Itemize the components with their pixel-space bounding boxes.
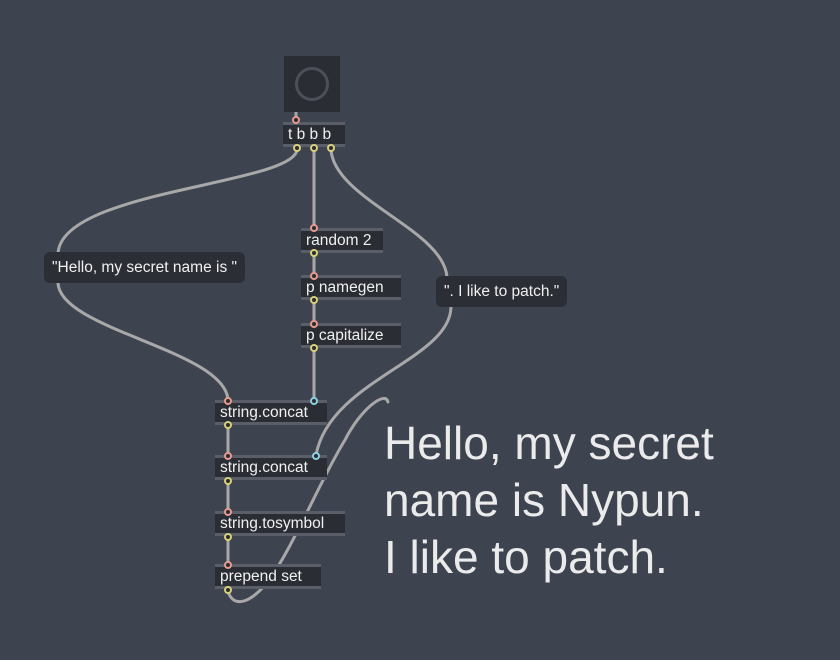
inlet <box>224 508 232 516</box>
outlet <box>310 249 318 257</box>
object-label: string.tosymbol <box>220 515 325 532</box>
string-concat-object-2[interactable]: string.concat <box>215 455 327 480</box>
trigger-object[interactable]: t b b b <box>283 122 345 147</box>
outlet <box>293 144 301 152</box>
namegen-subpatch[interactable]: p namegen <box>301 275 401 300</box>
message-text: "Hello, my secret name is " <box>52 259 238 276</box>
outlet <box>224 421 232 429</box>
patch-cord <box>226 397 390 604</box>
comment-line: name is Nypun. <box>384 474 704 526</box>
inlet <box>224 397 232 405</box>
outlet <box>310 144 318 152</box>
string-concat-object-1[interactable]: string.concat <box>215 400 327 425</box>
comment-line: I like to patch. <box>384 531 668 583</box>
outlet <box>224 533 232 541</box>
inlet <box>224 452 232 460</box>
object-label: random 2 <box>306 232 372 249</box>
patch-cord <box>314 305 453 457</box>
hello-message-box[interactable]: "Hello, my secret name is " <box>44 252 246 283</box>
patch-message-box[interactable]: ". I like to patch." <box>436 276 568 307</box>
capitalize-subpatch[interactable]: p capitalize <box>301 323 401 348</box>
output-comment[interactable]: Hello, my secret name is Nypun. I like t… <box>384 415 714 586</box>
inlet <box>292 116 300 124</box>
random-object[interactable]: random 2 <box>301 228 383 253</box>
inlet <box>312 452 320 460</box>
string-tosymbol-object[interactable]: string.tosymbol <box>215 511 345 536</box>
object-label: p namegen <box>306 279 384 296</box>
object-label: string.concat <box>220 404 308 421</box>
patch-cord <box>56 148 299 256</box>
bang-button[interactable] <box>284 56 340 112</box>
inlet <box>224 561 232 569</box>
outlet <box>310 344 318 352</box>
bang-circle-icon <box>295 67 329 101</box>
patch-cord <box>56 281 230 402</box>
outlet <box>224 586 232 594</box>
inlet <box>310 320 318 328</box>
outlet <box>327 144 335 152</box>
object-label: prepend set <box>220 568 302 585</box>
inlet <box>310 272 318 280</box>
inlet <box>310 397 318 405</box>
prepend-set-object[interactable]: prepend set <box>215 564 321 589</box>
inlet <box>310 224 318 232</box>
outlet <box>224 477 232 485</box>
object-label: string.concat <box>220 459 308 476</box>
patch-cord <box>329 148 449 280</box>
message-text: ". I like to patch." <box>444 283 560 300</box>
object-label: t b b b <box>288 126 332 143</box>
outlet <box>310 296 318 304</box>
object-label: p capitalize <box>306 327 384 344</box>
comment-line: Hello, my secret <box>384 417 714 469</box>
